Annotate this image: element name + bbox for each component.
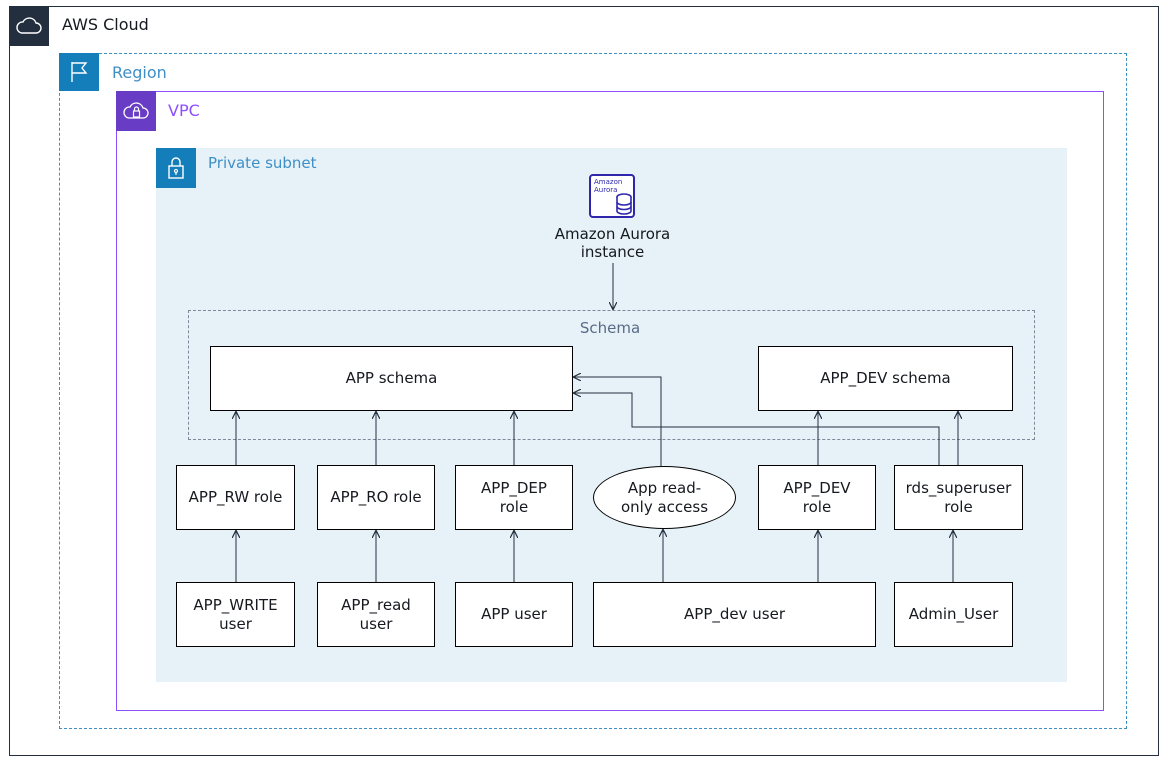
aurora-icon-text-line2: Aurora (594, 186, 618, 194)
app-read-user-box: APP_read user (317, 582, 435, 647)
app-dep-role-box: APP_DEP role (455, 465, 573, 530)
aws-cloud-container (9, 6, 1159, 756)
padlock-icon (156, 148, 196, 188)
vpc-container (116, 91, 1104, 711)
app-rw-role-box: APP_RW role (176, 465, 295, 530)
aurora-label-line2: instance (580, 243, 645, 261)
aurora-icon-text: Amazon Aurora (594, 178, 622, 194)
private-subnet-label: Private subnet (208, 154, 317, 172)
app-ro-role-label: APP_RO role (330, 488, 422, 506)
app-read-only-line2: only access (620, 497, 709, 516)
region-container (59, 53, 1127, 729)
app-write-user-line1: APP_WRITE (193, 595, 278, 614)
aws-cloud-label: AWS Cloud (62, 15, 149, 34)
rds-superuser-role-box: rds_superuser role (894, 465, 1023, 530)
app-dep-role-line2: role (499, 497, 529, 516)
admin-user-label: Admin_User (908, 605, 999, 623)
app-dev-role-line1: APP_DEV (783, 478, 851, 497)
aurora-icon-text-line1: Amazon (594, 178, 623, 186)
arrow-superuser-to-app-schema (574, 393, 940, 465)
vpc-label: VPC (168, 101, 200, 120)
app-read-only-line1: App read- (627, 478, 702, 497)
app-read-user-line2: user (359, 614, 393, 633)
schema-group (188, 310, 1035, 440)
app-user-label: APP user (481, 605, 547, 623)
schema-label: Schema (579, 319, 641, 337)
app-dev-role-box: APP_DEV role (758, 465, 876, 530)
app-read-only-access-ellipse: App read- only access (593, 466, 736, 529)
rds-superuser-role-line1: rds_superuser (905, 478, 1012, 497)
app-write-user-line2: user (219, 614, 252, 633)
aurora-instance-label: Amazon Aurora instance (540, 225, 685, 261)
arrow-readonly-to-app-schema (574, 377, 662, 466)
app-dev-schema-label: APP_DEV schema (820, 369, 951, 387)
app-dev-user-label: APP_dev user (684, 605, 785, 623)
app-dev-schema-box: APP_DEV schema (758, 346, 1013, 411)
app-rw-role-label: APP_RW role (188, 488, 283, 506)
aurora-label-line1: Amazon Aurora (554, 225, 671, 243)
app-schema-box: APP schema (210, 346, 573, 411)
cloud-icon (9, 6, 49, 46)
app-write-user-box: APP_WRITE user (176, 582, 295, 647)
app-dep-role-line1: APP_DEP (481, 478, 547, 497)
app-user-box: APP user (455, 582, 573, 647)
admin-user-box: Admin_User (894, 582, 1013, 647)
app-read-user-line1: APP_read (341, 595, 411, 614)
flag-icon (59, 53, 99, 91)
app-ro-role-box: APP_RO role (317, 465, 435, 530)
app-dev-role-line2: role (802, 497, 832, 516)
aurora-database-icon: Amazon Aurora (588, 174, 636, 220)
rds-superuser-role-line2: role (944, 497, 973, 516)
app-schema-label: APP schema (345, 369, 438, 387)
app-dev-user-box: APP_dev user (593, 582, 876, 647)
region-label: Region (112, 63, 167, 82)
vpc-cloud-lock-icon (116, 91, 156, 131)
